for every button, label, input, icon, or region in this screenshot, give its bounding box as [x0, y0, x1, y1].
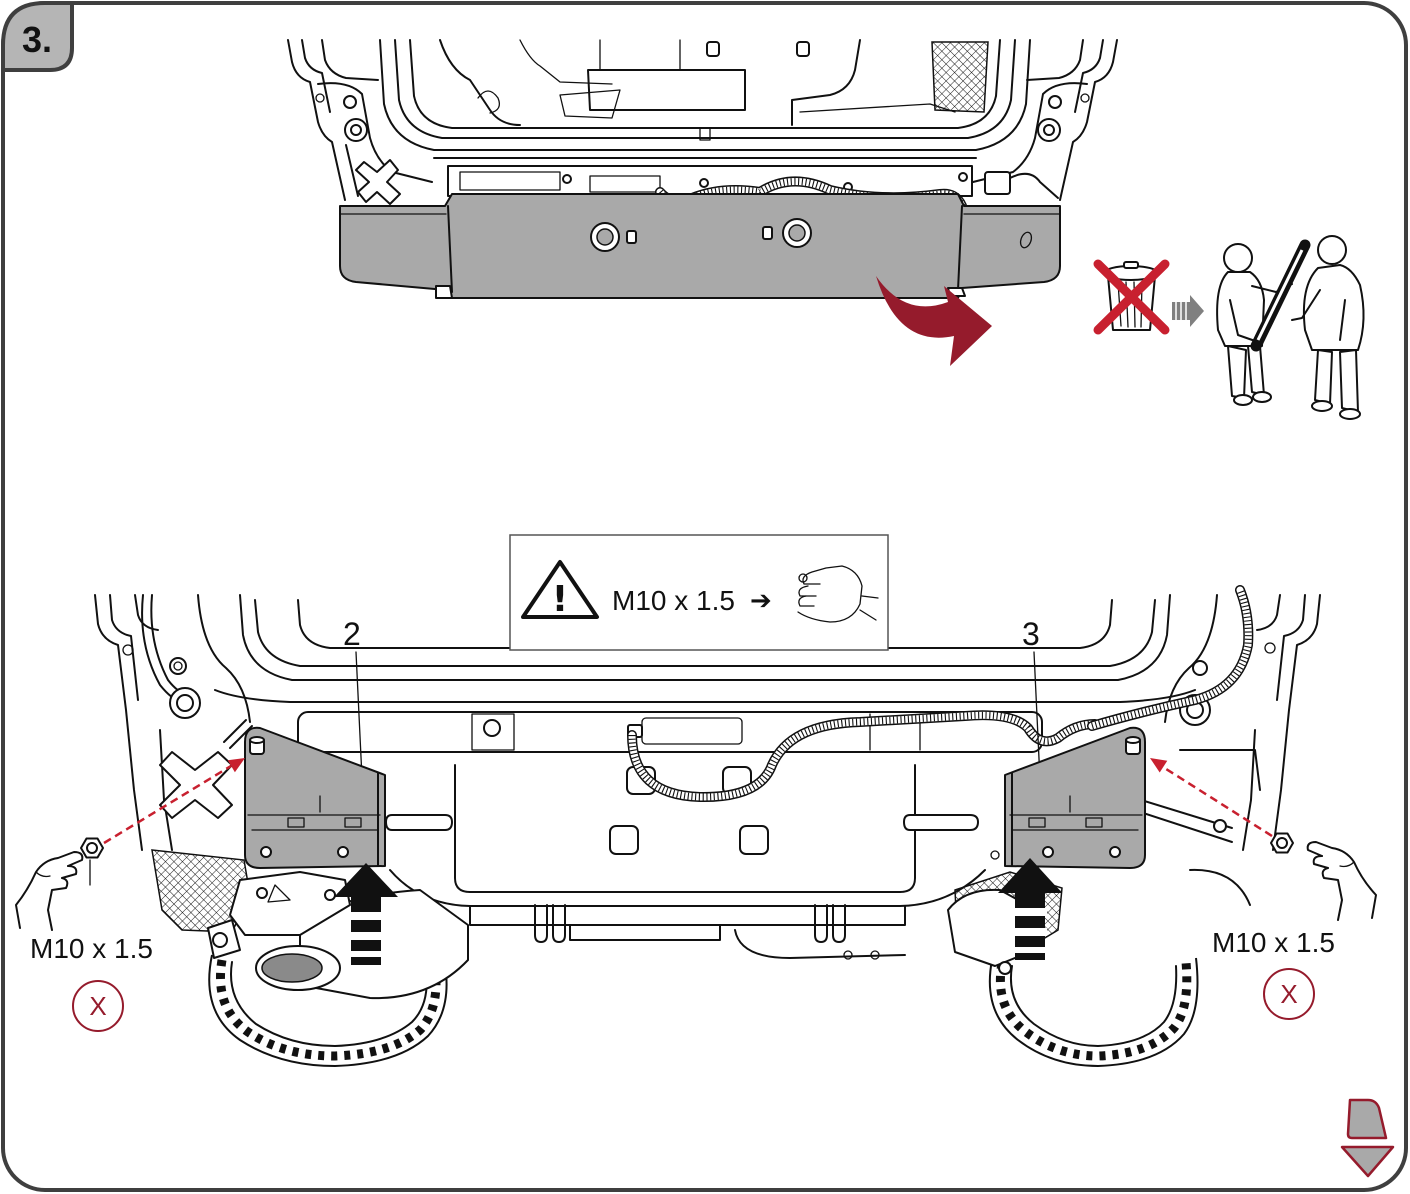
hand-icon-left — [15, 851, 84, 931]
push-up-arrow-icon-left — [334, 863, 398, 965]
tow-hook-left — [385, 814, 453, 831]
warning-thread-label: M10 x 1.5 — [612, 585, 735, 616]
nut-thread-label-right: M10 x 1.5 — [1212, 927, 1335, 958]
quantity-marker-right-text: X — [1280, 979, 1297, 1009]
part-leader-line — [1033, 651, 1041, 781]
right-rear-tire — [988, 957, 1199, 1067]
tow-hook-right — [903, 814, 979, 831]
bottom-vehicle-illustration — [94, 590, 1321, 1067]
mounting-bracket-right — [1004, 726, 1146, 869]
nut-thread-label-left: M10 x 1.5 — [30, 933, 153, 964]
warning-arrow-glyph: ➔ — [750, 586, 772, 616]
hand-tightening-nut-icon — [797, 565, 879, 623]
step-badge: 3. — [1, 1, 74, 72]
two-people-carrying-bumper-icon — [1216, 235, 1365, 420]
part-label-3: 3 — [1022, 616, 1040, 652]
mounting-bracket-left — [244, 726, 386, 869]
arrow-right-icon — [1172, 295, 1204, 327]
red-cross-icon — [1093, 259, 1170, 335]
warning-box: ! M10 x 1.5 ➔ — [509, 534, 889, 651]
push-up-arrow-icon-right — [998, 858, 1062, 960]
quantity-marker-left-text: X — [89, 991, 106, 1021]
hex-nut-left — [80, 837, 104, 886]
warning-triangle-icon: ! — [521, 560, 599, 620]
plate-mount-hole — [609, 825, 639, 855]
curved-removal-arrow-icon — [876, 276, 992, 366]
quantity-marker-right: X — [1263, 968, 1315, 1020]
plate-mount-hole — [739, 825, 769, 855]
hex-nut-right — [1270, 832, 1294, 854]
step-number: 3. — [22, 19, 52, 60]
quantity-marker-left: X — [72, 980, 124, 1032]
exhaust-left — [207, 871, 469, 1000]
nut-insertion-arrow-left — [103, 758, 245, 845]
trash-can-crossed-icon — [1093, 259, 1170, 335]
nut-insertion-arrow-right — [1150, 758, 1273, 838]
hand-icon-right — [1306, 841, 1377, 921]
rear-bumper-beam — [339, 193, 1061, 299]
warning-mark: ! — [552, 579, 568, 620]
top-vehicle-illustration — [287, 39, 1118, 299]
part-leader-line — [355, 651, 363, 779]
next-page-arrow-icon — [1340, 1098, 1395, 1178]
part-label-2: 2 — [343, 616, 361, 652]
